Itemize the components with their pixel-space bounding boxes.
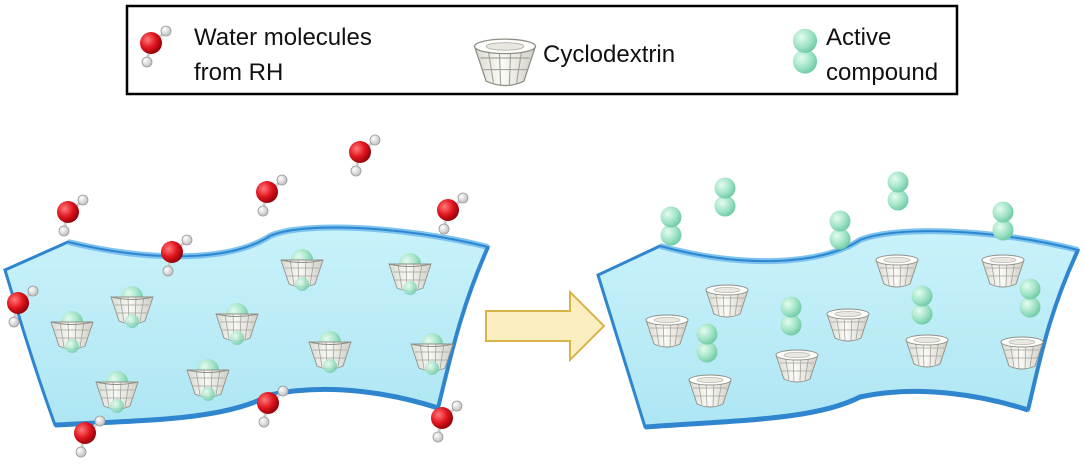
legend-water-label-line2: from RH [194,59,283,86]
legend-active-label-line2: compound [826,59,938,86]
active-compound-icon [887,171,909,211]
water-molecule-icon [55,193,90,238]
right-arrow-icon [485,289,606,363]
legend-active-label-line1: Active [826,24,891,51]
water-molecule-icon [347,133,382,178]
legend-cyclodextrin-label: Cyclodextrin [543,41,675,68]
water-molecule-icon [435,191,470,236]
legend-water-label-line1: Water molecules [194,24,372,51]
right-film-bottom-edge [644,388,1029,430]
process-arrow [485,289,606,363]
active-compound-icon [714,177,736,217]
water-molecule-icon [254,173,289,218]
active-compound-icon [660,206,682,246]
active-compound-icon [992,201,1014,241]
active-compound-icon [829,210,851,250]
legend-box [125,4,959,96]
